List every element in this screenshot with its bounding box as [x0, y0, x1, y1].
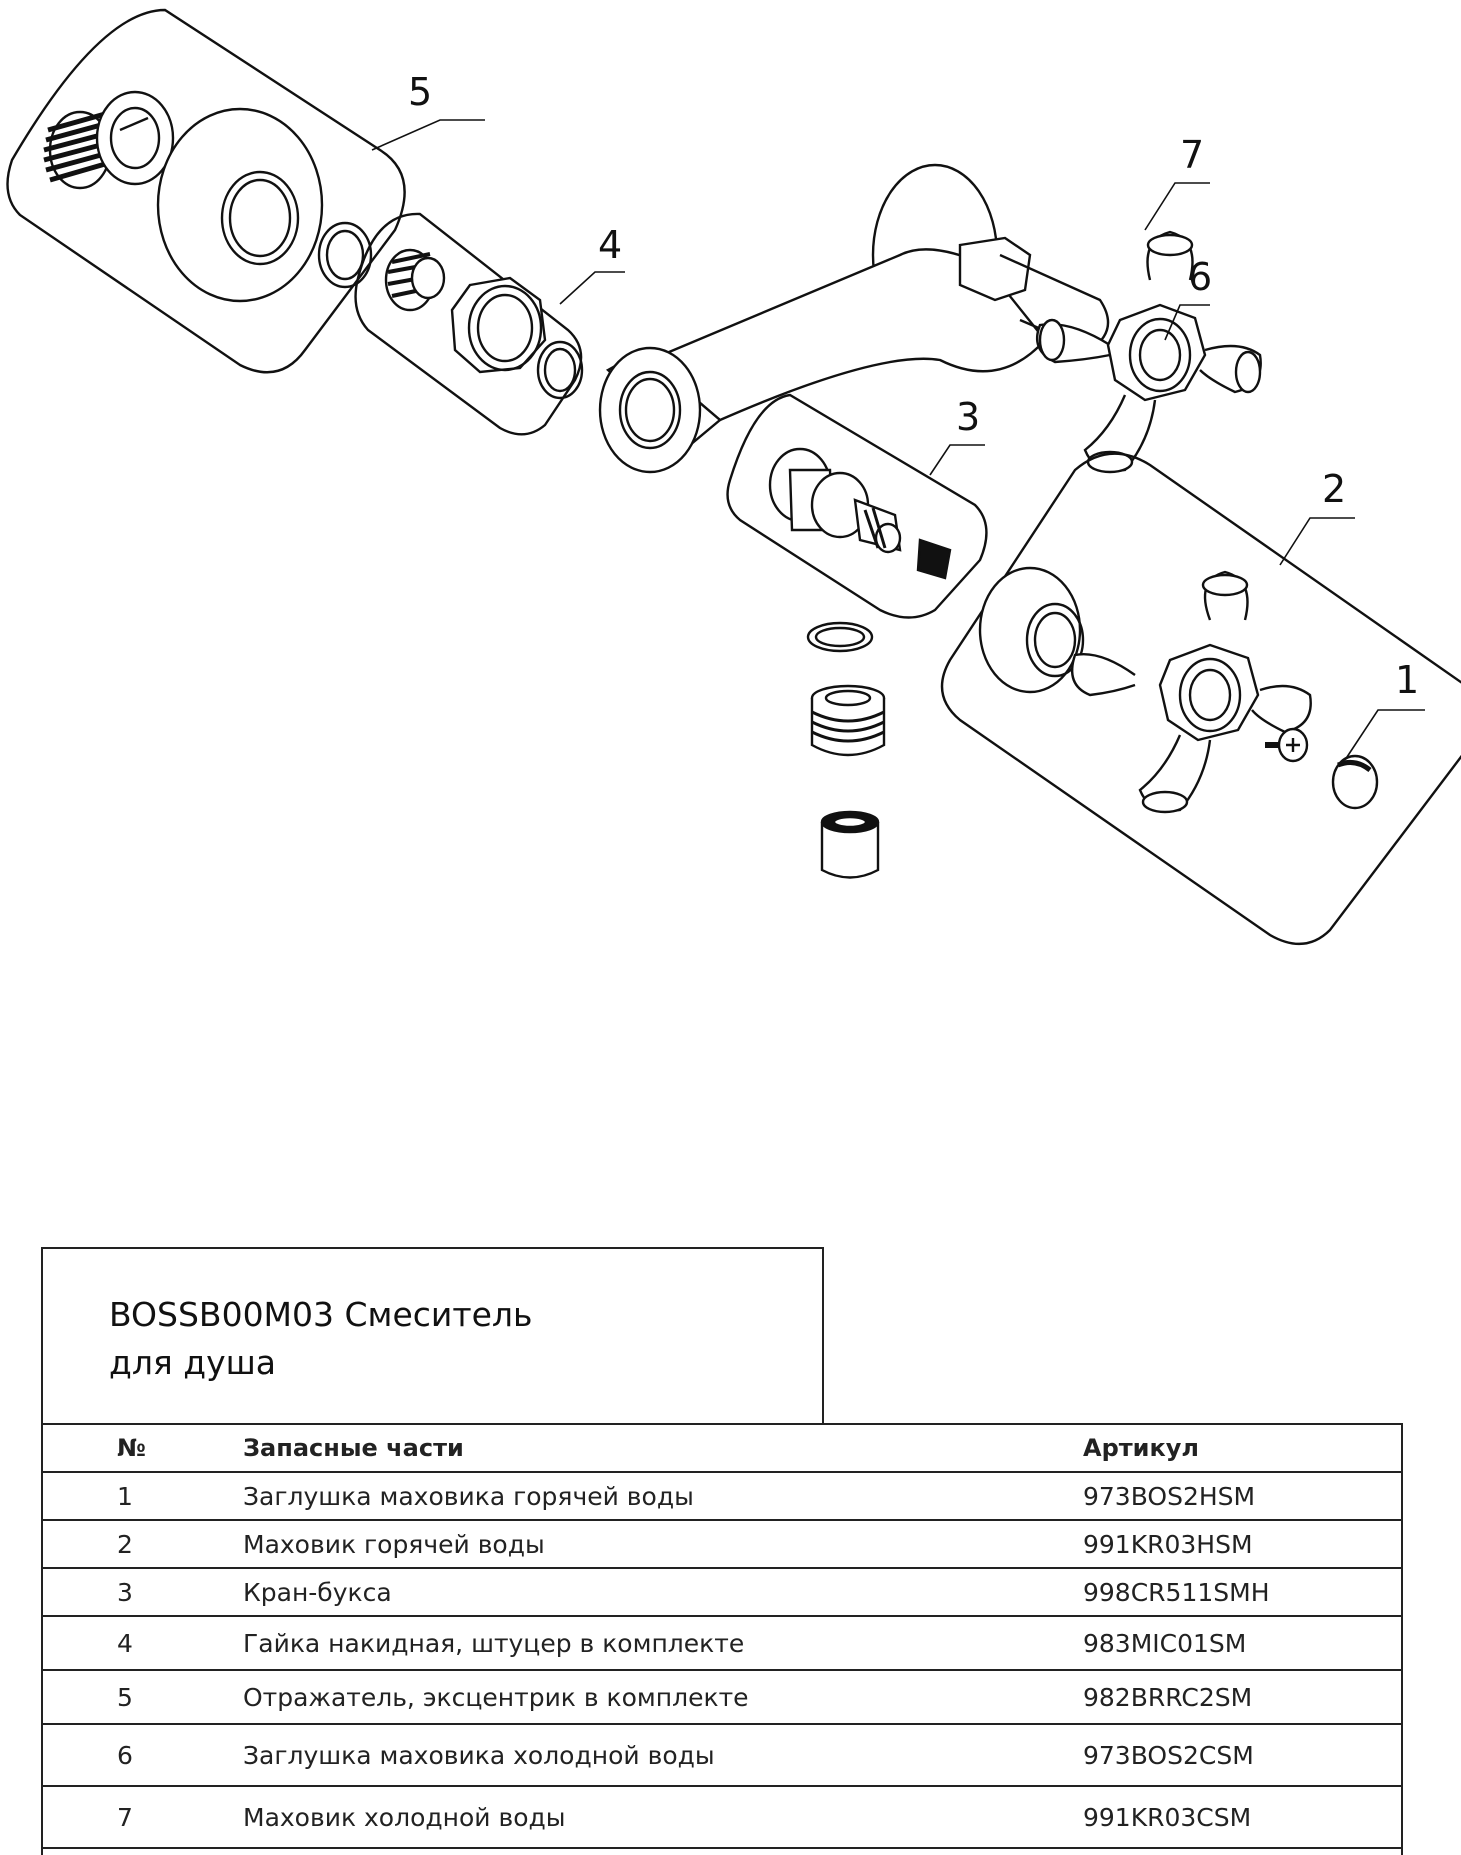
- callout-6-label: 6: [1188, 255, 1212, 299]
- row-no: 5: [41, 1669, 243, 1725]
- table-row: 2 Маховик горячей воды 991KR03HSM: [41, 1519, 1403, 1569]
- thread-adapter: [810, 684, 886, 757]
- hot-cap: [1331, 754, 1379, 810]
- callout-2-label: 2: [1322, 467, 1346, 511]
- title-line-2: для душа: [109, 1343, 277, 1382]
- row-name: Отражатель, эксцентрик в комплекте: [243, 1669, 1083, 1725]
- callout-4: 4: [559, 223, 625, 305]
- hot-handle: [978, 566, 1312, 814]
- callout-2: 2: [1279, 467, 1355, 566]
- table-row: 4 Гайка накидная, штуцер в комплекте 983…: [41, 1615, 1403, 1671]
- callout-7: 7: [1144, 133, 1210, 231]
- row-no: 7: [41, 1785, 243, 1849]
- mixer-body: [598, 163, 1110, 474]
- callout-1: 1: [1344, 658, 1425, 761]
- table-row: 1 Заглушка маховика горячей воды 973BOS2…: [41, 1471, 1403, 1521]
- callout-3-label: 3: [956, 395, 980, 439]
- row-name: Кран-букса: [243, 1567, 1083, 1617]
- table-row: 3 Кран-букса 998CR511SMH: [41, 1567, 1403, 1617]
- o-ring: [806, 621, 874, 653]
- row-name: Гайка накидная, штуцер в комплекте: [243, 1615, 1083, 1671]
- group-3-frame: [726, 393, 988, 619]
- row-article: 982BRRC2SM: [1083, 1669, 1403, 1725]
- callout-5-label: 5: [408, 70, 432, 114]
- row-no: 6: [41, 1723, 243, 1787]
- row-name: Заглушка маховика холодной воды: [243, 1723, 1083, 1787]
- callout-1-label: 1: [1395, 658, 1419, 702]
- row-no: 1: [41, 1471, 243, 1521]
- union-nut: [450, 276, 547, 374]
- group-2-frame: [940, 452, 1461, 946]
- document-title: BOSSB00M03 Смеситель для душа: [109, 1291, 532, 1387]
- row-article: 973BOS2CSM: [1083, 1723, 1403, 1787]
- aerator: [820, 810, 880, 879]
- callout-6: 6: [1164, 255, 1212, 341]
- o-ring: [536, 340, 584, 400]
- eccentric-part: [43, 90, 175, 190]
- row-article: 983MIC01SM: [1083, 1615, 1403, 1671]
- reflector-plate: [156, 107, 324, 303]
- row-name: Маховик холодной воды: [243, 1785, 1083, 1849]
- o-ring: [317, 221, 373, 289]
- table-row: 5 Отражатель, эксцентрик в комплекте 982…: [41, 1669, 1403, 1725]
- row-article: 991KR03HSM: [1083, 1519, 1403, 1569]
- row-no: 3: [41, 1567, 243, 1617]
- callout-4-label: 4: [598, 223, 622, 267]
- row-name: Заглушка маховика горячей воды: [243, 1471, 1083, 1521]
- table-header-row: № Запасные части Артикул: [41, 1423, 1403, 1473]
- table-row: 6 Заглушка маховика холодной воды 973BOS…: [41, 1723, 1403, 1787]
- row-article: 998CR511SMH: [1083, 1567, 1403, 1617]
- header-article: Артикул: [1083, 1423, 1403, 1473]
- cartridge-part: [768, 447, 952, 580]
- callout-7-label: 7: [1180, 133, 1204, 177]
- callout-3: 3: [929, 395, 985, 476]
- group-4-frame: [354, 212, 583, 436]
- row-name: Маховик горячей воды: [243, 1519, 1083, 1569]
- title-line-1: BOSSB00M03 Смеситель: [109, 1295, 533, 1334]
- row-no: 4: [41, 1615, 243, 1671]
- callout-5: 5: [371, 70, 485, 151]
- row-article: 973BOS2HSM: [1083, 1471, 1403, 1521]
- exploded-diagram: 5 4 3 2 1 7 6: [6, 8, 1461, 946]
- group-5-frame: [6, 8, 406, 374]
- spare-parts-table: № Запасные части Артикул 1 Заглушка махо…: [41, 1423, 1403, 1849]
- table-row: 7 Маховик холодной воды 991KR03CSM: [41, 1785, 1403, 1849]
- row-article: 991KR03CSM: [1083, 1785, 1403, 1849]
- cold-handle: [1035, 230, 1262, 474]
- screw: [1265, 727, 1309, 763]
- row-no: 2: [41, 1519, 243, 1569]
- title-box: BOSSB00M03 Смеситель для душа: [41, 1247, 824, 1423]
- header-name: Запасные части: [243, 1423, 1083, 1473]
- fitting-part: [384, 248, 446, 312]
- header-no: №: [41, 1423, 243, 1473]
